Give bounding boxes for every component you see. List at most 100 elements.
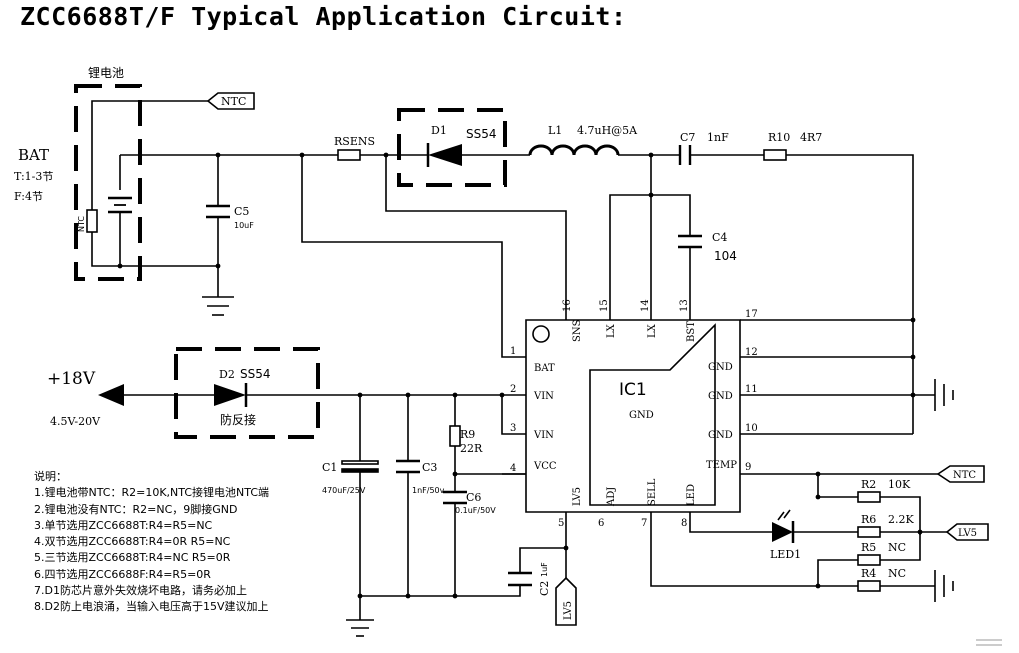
input-arrow	[98, 384, 124, 406]
wire-led	[689, 512, 947, 533]
ic1-pin-3-num: 3	[510, 423, 516, 434]
c3-value: 1nF/50v	[412, 486, 445, 495]
ic1-pin-9-name: TEMP	[706, 460, 737, 471]
c4-value: 104	[714, 249, 737, 263]
note-item: 8.D2防上电浪涌，当输入电压高于15V建议加上	[34, 600, 269, 614]
ic1-pin-10-name: GND	[708, 430, 733, 441]
ic1-pin-14-name: LX	[647, 323, 658, 338]
resistor-r2	[857, 491, 881, 503]
note-item: 2.锂电池没有NTC：R2=NC，9脚接GND	[34, 502, 238, 516]
ic1-exposed-pad	[589, 323, 716, 506]
r2-value: 10K	[888, 478, 911, 491]
wire-lx-pins	[609, 155, 691, 320]
r4-value: NC	[888, 567, 906, 580]
notes-block: 说明： 1.锂电池带NTC：R2=10K,NTC接锂电池NTC端 2.锂电池没有…	[34, 469, 269, 616]
port-ntc-top	[206, 92, 255, 110]
resistor-r9	[449, 425, 461, 447]
ic1-pin-2-name: VIN	[533, 391, 554, 402]
ic1-pin-16-num: 16	[562, 299, 573, 312]
wire-battery-ntc	[91, 100, 208, 210]
battery-spec-f: F:4节	[14, 190, 43, 203]
note-item: 3.单节选用ZCC6688T:R4=R5=NC	[34, 518, 213, 532]
ic1-pin-5-num: 5	[558, 518, 564, 529]
ic1-pin-12-num: 12	[745, 347, 758, 358]
port-ntc-right	[936, 465, 985, 483]
ic1-pin-11-name: GND	[708, 391, 733, 402]
ic1-pin1-marker	[532, 325, 550, 343]
ic1-pin-2-num: 2	[510, 384, 516, 395]
battery-group-label: 锂电池	[88, 65, 124, 80]
r4-label: R4	[861, 567, 876, 580]
d1-part: SS54	[466, 127, 497, 141]
diode-d1	[428, 144, 462, 166]
ground-symbol-lower-right	[934, 570, 954, 602]
ic1-pin-8-num: 8	[681, 518, 687, 529]
c3-label: C3	[422, 461, 437, 474]
notes-heading: 说明：	[34, 470, 67, 483]
ic1-pin-9-num: 9	[745, 462, 751, 473]
rsens-label: RSENS	[334, 135, 375, 148]
battery-name: BAT	[18, 146, 49, 164]
wire-battery-ntc-bottom	[91, 232, 218, 267]
l1-value: 4.7uH@5A	[577, 124, 638, 137]
battery-ntc-label: NTC	[77, 216, 86, 232]
d2-label: D2	[219, 368, 235, 381]
c6-label: C6	[466, 491, 481, 504]
note-item: 6.四节选用ZCC6688F:R4=R5=0R	[34, 567, 211, 581]
port-ntc-top-label: NTC	[221, 95, 246, 108]
ic1-pin-13-name: BST	[686, 321, 697, 342]
r9-label: R9	[460, 428, 475, 441]
ic1-pin-3-name: VIN	[533, 430, 554, 441]
battery-ntc-resistor	[86, 209, 98, 233]
ic1-pin-10-num: 10	[745, 423, 758, 434]
c6-value: 0.1uF/50V	[455, 506, 496, 515]
d2-dashed-box	[174, 347, 320, 439]
ic1-pin-6-num: 6	[598, 518, 604, 529]
port-lv5-bottom	[555, 576, 577, 626]
ic1-pin-4-name: VCC	[533, 461, 557, 472]
ic1-pin-6-name: ADJ	[606, 487, 617, 507]
ic1-name: IC1	[619, 380, 647, 400]
wire-r10-gnd	[786, 154, 914, 434]
r6-value: 2.2K	[888, 513, 914, 526]
ic1-pin-11-num: 11	[745, 384, 758, 395]
ic1-pin-15-num: 15	[599, 299, 610, 312]
inductor-l1	[528, 144, 620, 156]
led-led1	[772, 522, 793, 542]
wire-bat-pin1	[301, 155, 526, 358]
ic1-pin-16-name: SNS	[572, 319, 583, 342]
led1-label: LED1	[770, 548, 801, 561]
r6-label: R6	[861, 513, 876, 526]
ic1-center-label: GND	[629, 410, 654, 421]
d1-dashed-box	[397, 108, 507, 187]
r10-label: R10	[768, 131, 790, 144]
port-lv5-right-label: LV5	[958, 528, 977, 539]
d2-part: SS54	[240, 367, 271, 381]
c5-label: C5	[234, 205, 249, 218]
ic1-pin-5-name: LV5	[572, 487, 583, 506]
resistor-r10	[763, 149, 787, 161]
ic1-pin-7-num: 7	[641, 518, 647, 529]
note-item: 4.双节选用ZCC6688T:R4=0R R5=NC	[34, 535, 231, 549]
c1-value: 470uF/25V	[322, 486, 366, 495]
c4-label: C4	[712, 231, 727, 244]
battery-dashed-box	[74, 84, 142, 281]
ic1-pin-8-name: LED	[686, 484, 697, 506]
input-voltage: +18V	[47, 369, 96, 389]
note-item: 7.D1防芯片意外失效烧坏电路，请务必加上	[34, 584, 247, 598]
note-item: 5.三节选用ZCC6688T:R4=NC R5=0R	[34, 551, 231, 565]
diagram-title: ZCC6688T/F Typical Application Circuit:	[20, 2, 627, 31]
resistor-rsens	[337, 149, 361, 161]
r2-label: R2	[861, 478, 876, 491]
wire-ground-bus	[360, 512, 567, 597]
ic1-pin-7-name: SELL	[647, 478, 658, 506]
wire-sell	[650, 512, 818, 587]
c1-symbol	[341, 460, 379, 465]
resistor-r6	[857, 526, 881, 538]
c5-value: 10uF	[234, 221, 254, 230]
port-ntc-right-label: NTC	[953, 470, 976, 481]
ground-symbol-c5	[202, 296, 234, 316]
c1-label: C1	[322, 461, 337, 474]
input-protect-label: 防反接	[220, 412, 256, 427]
